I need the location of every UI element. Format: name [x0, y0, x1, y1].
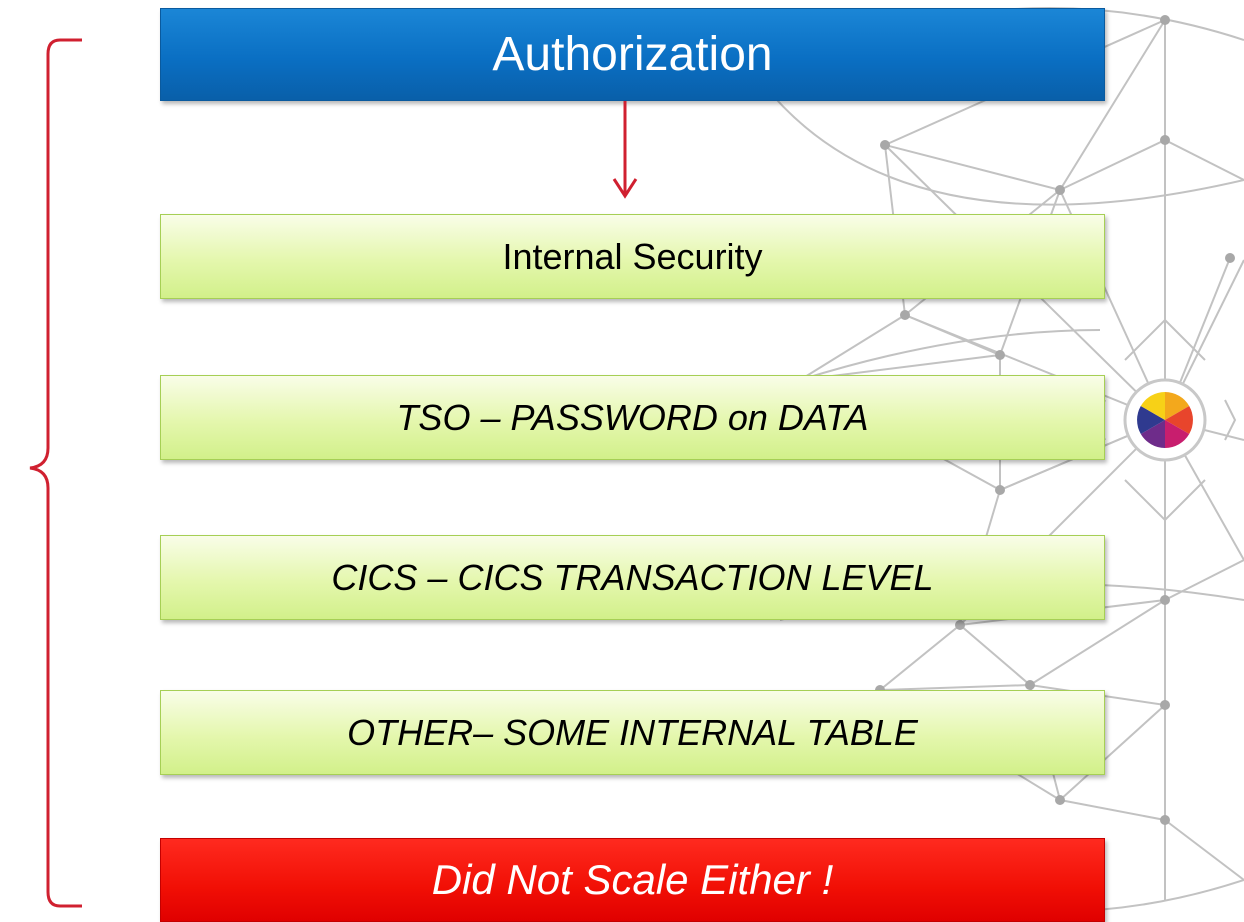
step-label: Internal Security — [502, 235, 763, 277]
step-label: CICS – CICS TRANSACTION LEVEL — [331, 556, 934, 598]
authorization-title-box: Authorization — [160, 8, 1105, 101]
step-box-cics: CICS – CICS TRANSACTION LEVEL — [160, 535, 1105, 620]
down-arrow-icon — [612, 101, 638, 199]
authorization-title: Authorization — [492, 28, 773, 81]
step-label: TSO – PASSWORD on DATA — [396, 396, 869, 438]
step-box-tso: TSO – PASSWORD on DATA — [160, 375, 1105, 460]
curly-brace-icon — [29, 38, 82, 908]
conclusion-label: Did Not Scale Either ! — [431, 856, 834, 903]
step-box-internal-security: Internal Security — [160, 214, 1105, 299]
step-label: OTHER– SOME INTERNAL TABLE — [347, 711, 918, 753]
step-box-other: OTHER– SOME INTERNAL TABLE — [160, 690, 1105, 775]
color-wheel-icon — [1123, 378, 1207, 462]
conclusion-box: Did Not Scale Either ! — [160, 838, 1105, 922]
